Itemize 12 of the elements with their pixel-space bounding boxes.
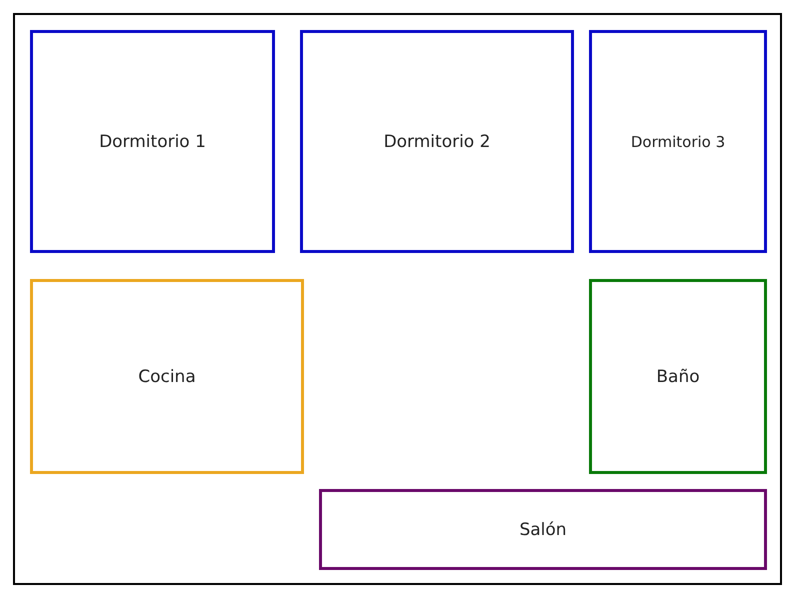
room-label: Salón: [519, 520, 567, 540]
room-label: Baño: [656, 366, 700, 386]
room-label: Dormitorio 3: [630, 132, 726, 150]
room-box: [589, 30, 767, 253]
room-box: [589, 279, 767, 474]
room-box: [30, 279, 304, 474]
room-label: Dormitorio 1: [99, 132, 206, 152]
room-box: [300, 30, 574, 253]
room-box: [30, 30, 275, 253]
room-label: Dormitorio 2: [384, 132, 490, 152]
room-label: Cocina: [138, 366, 196, 386]
room-box: [319, 489, 767, 570]
